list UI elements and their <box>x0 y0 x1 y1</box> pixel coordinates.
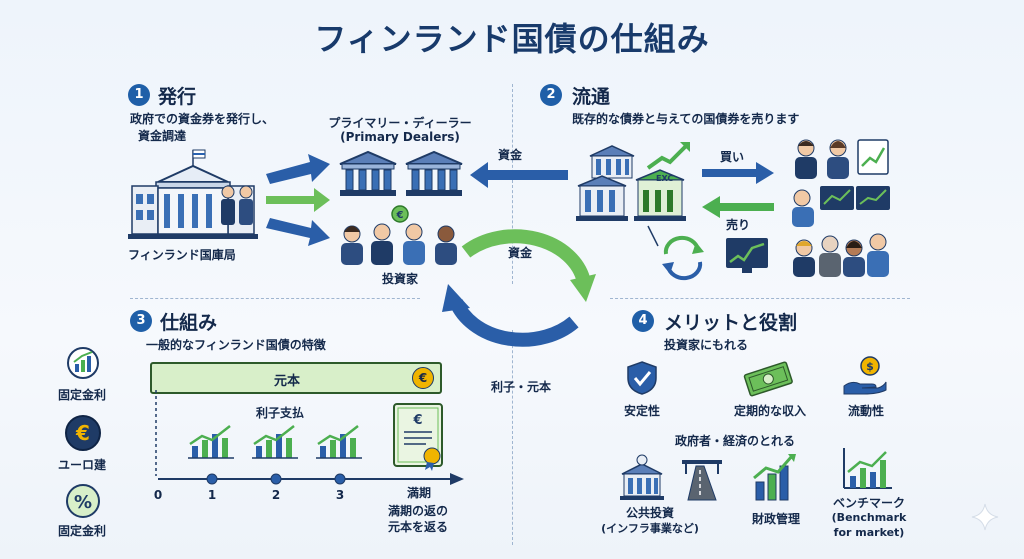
feature-label-2: ユーロ建 <box>57 458 106 472</box>
buy-arrow <box>702 162 774 184</box>
fiscal-chart-icon <box>753 454 796 501</box>
divider-top <box>512 84 513 284</box>
maturity-desc-1: 満期の返の <box>387 504 448 518</box>
principal-label: 元本 <box>273 374 300 389</box>
page-title: フィンランド国債の仕組み <box>314 20 710 58</box>
mechanism-desc: 一般的なフィンランド国債の特徴 <box>146 338 326 352</box>
section-3-heading: 仕組み <box>160 312 218 334</box>
divider-left <box>130 298 420 299</box>
divider-bottom <box>512 330 513 545</box>
issuance-arrows <box>266 154 330 246</box>
percent-icon: % <box>66 484 100 518</box>
principal-bar: 元本 € <box>150 362 442 394</box>
traders-icon <box>792 139 890 277</box>
svg-text:€: € <box>75 421 90 445</box>
benchmark-en-1: (Benchmark <box>831 511 907 524</box>
timeline-tick-3: 3 <box>335 488 345 502</box>
money-icon <box>743 361 793 397</box>
bar-chart-icon <box>252 425 298 459</box>
shield-icon <box>627 361 657 395</box>
sell-arrow <box>702 196 774 218</box>
cycle-funds-label: 資金 <box>507 246 532 260</box>
benefit-income: 定期的な収入 <box>733 404 806 418</box>
section-2-heading: 流通 <box>572 86 611 108</box>
arrow-down-icon <box>647 225 659 247</box>
buy-label: 買い <box>720 150 745 164</box>
timeline-tick-2: 2 <box>271 488 281 502</box>
funds-arrow-left <box>470 162 568 188</box>
government-benefit-heading: 政府者・経済のとれる <box>674 434 795 448</box>
growth-arrow-icon <box>646 142 690 170</box>
euro-icon: € <box>65 415 101 451</box>
timeline-tick-1: 1 <box>207 488 217 502</box>
maturity-desc-2: 元本を返る <box>387 520 448 534</box>
fiscal-management-label: 財政管理 <box>751 512 800 526</box>
bracket-line <box>155 390 157 476</box>
investors-label: 投資家 <box>381 272 418 286</box>
section-1-heading: 発行 <box>158 86 197 108</box>
benchmark-en-2: for market) <box>833 526 905 539</box>
feature-label-3: 固定金利 <box>57 524 106 538</box>
funds-label-top: 資金 <box>498 148 523 162</box>
funds-cycle-arrows <box>442 229 596 347</box>
section-4-number: 4 <box>632 310 654 332</box>
section-4-heading: メリットと役割 <box>664 312 798 334</box>
section-3-number: 3 <box>130 310 152 332</box>
treasury-label: フィンランド国庫局 <box>128 248 236 262</box>
public-infrastructure-icon <box>620 454 722 501</box>
sparkle-icon <box>971 503 999 531</box>
exchange-label: EXC <box>656 174 674 183</box>
bank-icon <box>405 150 463 196</box>
svg-text:€: € <box>396 210 404 221</box>
dealers-label-1: プライマリー・ディーラー <box>328 116 472 130</box>
issuance-desc-1: 政府での資金券を発行し、 <box>130 112 275 126</box>
investors-group-icon: € <box>341 205 457 265</box>
market-exchange-icon <box>576 145 686 221</box>
bar-chart-icon <box>316 425 362 459</box>
feature-label-1: 固定金利 <box>57 388 106 402</box>
bar-chart-icon <box>188 425 234 459</box>
svg-text:%: % <box>74 492 92 513</box>
interest-payment-label: 利子支払 <box>255 406 304 420</box>
officials-icon <box>221 185 253 225</box>
dealers-label-2: (Primary Dealers) <box>340 130 460 144</box>
cycle-interest-label: 利子・元本 <box>490 380 551 394</box>
benchmark-label: ベンチマーク <box>832 496 905 510</box>
svg-text:$: $ <box>866 360 874 373</box>
euro-coin-icon: € <box>412 367 434 389</box>
benchmark-chart-icon <box>843 448 892 489</box>
benefit-liquidity: 流動性 <box>847 404 884 418</box>
circulation-desc: 既存的な債券と与えての国債券を売ります <box>572 112 800 126</box>
hand-coin-icon: $ <box>843 356 887 395</box>
maturity-label: 満期 <box>406 486 431 500</box>
divider-right <box>610 298 910 299</box>
section-2-number: 2 <box>540 84 562 106</box>
chart-growth-icon <box>67 347 99 379</box>
investors-benefit-heading: 投資家にもれる <box>664 338 749 352</box>
svg-text:€: € <box>412 413 422 428</box>
exchange-cycle-icon <box>662 235 704 281</box>
timeline-axis <box>158 473 464 485</box>
bond-certificate-icon: € <box>393 403 443 471</box>
issuance-desc-2: 資金調達 <box>138 129 187 143</box>
public-investment-note: (インフラ事業など) <box>601 522 699 535</box>
trading-screen-icon <box>726 238 768 273</box>
bank-icon <box>339 150 397 196</box>
sell-label: 売り <box>726 218 751 232</box>
benefit-stability: 安定性 <box>623 404 660 418</box>
public-investment-label: 公共投資 <box>625 506 674 520</box>
timeline-tick-0: 0 <box>153 488 163 502</box>
section-1-number: 1 <box>128 84 150 106</box>
